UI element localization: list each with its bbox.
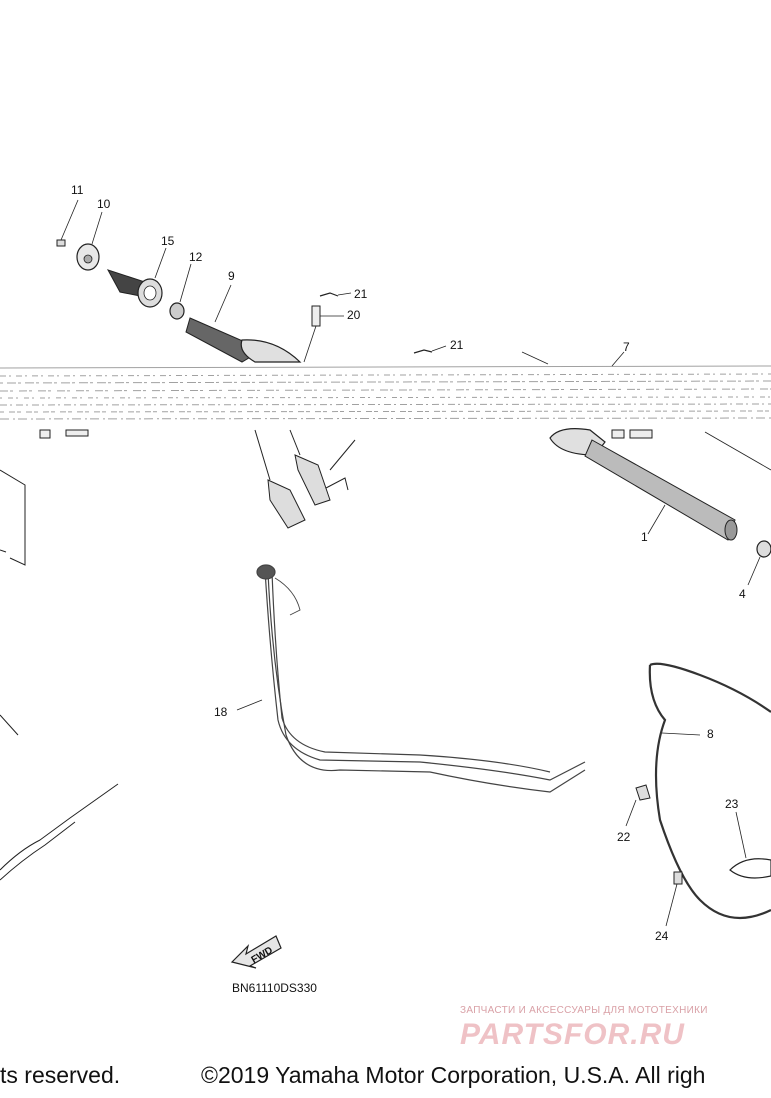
callout-8: 8	[707, 727, 714, 741]
callout-4: 4	[739, 587, 746, 601]
part-23-grommet	[729, 811, 771, 879]
fwd-label: FWD	[250, 945, 275, 966]
part-1-right-handlebar	[549, 428, 771, 541]
copyright-left-fragment: ts reserved.	[0, 1062, 121, 1088]
callout-20: 20	[347, 308, 361, 322]
part-20-bolt	[303, 305, 344, 363]
callout-9: 9	[228, 269, 235, 283]
callout-21b: 21	[450, 338, 464, 352]
callout-7: 7	[623, 340, 630, 354]
scan-noise-band	[0, 365, 771, 420]
part-24-bolt	[665, 871, 683, 927]
part-11-screw	[56, 199, 79, 247]
part-7-leader	[521, 351, 625, 367]
callout-11: 11	[71, 183, 84, 197]
watermark-tagline: ЗАПЧАСТИ И АКСЕССУАРЫ ДЛЯ МОТОТЕХНИКИ	[460, 1005, 708, 1016]
callout-24: 24	[655, 929, 669, 943]
part-15-grip	[106, 247, 167, 308]
part-12-collar	[169, 263, 192, 320]
callout-23: 23	[725, 797, 739, 811]
part-10-bar-end	[76, 211, 103, 271]
copyright-notice: ©2019 Yamaha Motor Corporation, U.S.A. A…	[201, 1062, 706, 1088]
part-22-clamp	[625, 784, 651, 827]
part-21-clip	[319, 292, 447, 354]
callout-12: 12	[189, 250, 203, 264]
callout-21a: 21	[354, 287, 368, 301]
callout-18: 18	[214, 705, 228, 719]
callout-10: 10	[97, 197, 111, 211]
callout-labels: 1 4 7 8 9 10 11 12 15 18 20 21 21 22 23 …	[71, 183, 746, 943]
part-9-left-handlebar	[185, 284, 302, 363]
part-8-brake-hose	[648, 662, 771, 920]
watermark-brand: PARTSFOR.RU	[460, 1018, 685, 1051]
left-edge-fragments	[0, 469, 119, 881]
part-4-collar	[747, 540, 771, 586]
lower-brackets	[39, 429, 356, 529]
part-18-throttle-cables	[236, 564, 586, 793]
diagram-code: BN61110DS330	[232, 981, 317, 995]
callout-1: 1	[641, 530, 648, 544]
fwd-arrow-icon: FWD	[230, 935, 282, 969]
callout-15: 15	[161, 234, 175, 248]
callout-22: 22	[617, 830, 631, 844]
